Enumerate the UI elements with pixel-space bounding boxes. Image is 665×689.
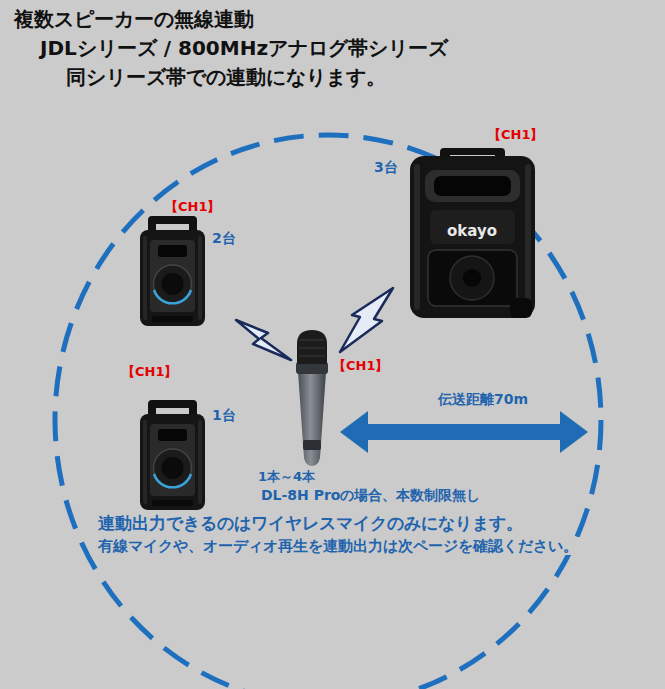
notice: 連動出力できるのはワイヤレスマイクのみになります。 [95, 513, 526, 533]
channel-tag: 【CH1】 [488, 127, 543, 143]
speaker-icon [140, 400, 205, 510]
distance-label: 伝送距離70m [438, 391, 528, 408]
unit-count: 2台 [212, 230, 236, 247]
mic-note: DL-8H Proの場合、本数制限無し [258, 487, 483, 504]
mic-count: 1本～4本 [258, 469, 315, 485]
brand-logo: okayo [447, 222, 497, 240]
range-circle [55, 135, 601, 689]
wireless-mic-icon [296, 330, 328, 466]
title: 複数スピーカーの無線連動 [14, 7, 254, 31]
radio-signal-bolt [236, 320, 291, 360]
unit-count: 3台 [374, 159, 398, 176]
unit-count: 1台 [212, 407, 236, 424]
radio-signal-bolt [340, 288, 393, 352]
speaker-icon [140, 216, 205, 326]
subtitle: 同シリーズ帯での連動になります。 [66, 65, 386, 89]
channel-tag: 【CH1】 [165, 199, 220, 215]
channel-tag: 【CH1】 [122, 364, 177, 380]
notice: 有線マイクや、オーディオ再生を連動出力は次ページを確認ください。 [95, 537, 581, 555]
subtitle: JDLシリーズ / 800MHzアナログ帯シリーズ [40, 36, 448, 60]
large-speaker-icon [410, 148, 535, 318]
channel-tag: 【CH1】 [333, 358, 388, 374]
distance-arrow [340, 411, 588, 453]
